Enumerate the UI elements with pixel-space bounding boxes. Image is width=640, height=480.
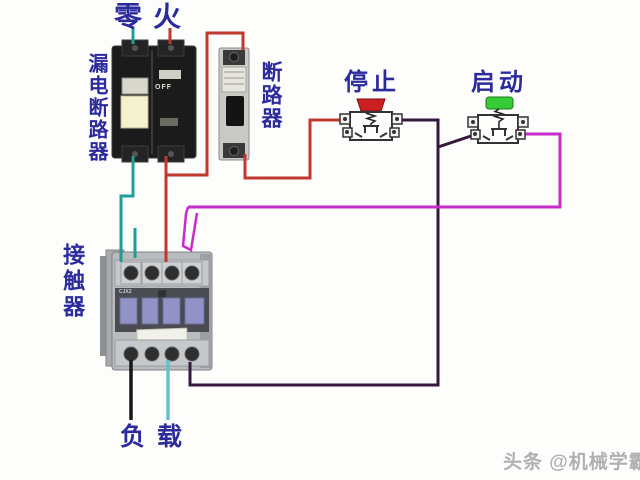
wire-live-branch-to-mcb: [166, 31, 245, 177]
screw: [473, 132, 477, 136]
label-neutral: 零: [114, 1, 143, 32]
label-start: 启动: [471, 69, 527, 96]
wire-mcb-to-stop-button: [243, 118, 346, 180]
screw: [229, 52, 239, 62]
start-button-cap: [485, 96, 514, 110]
wire-seal-in: [188, 132, 562, 209]
screw: [521, 120, 525, 124]
watermark-text: 头条 @机械学霸: [503, 452, 640, 473]
label-leakage-breaker: 漏电断路器: [85, 53, 107, 163]
label-contactor: 接触器: [60, 243, 86, 321]
stop-button-cap: [356, 98, 386, 112]
wire-coil-hairpin: [181, 206, 199, 252]
screw: [184, 265, 200, 281]
label-load: 负载: [120, 423, 195, 451]
stop-button-symbol: [339, 98, 403, 141]
contactor-contact-window: [119, 297, 138, 325]
wire-stop-to-start: [396, 118, 475, 150]
start-button-symbol: [467, 96, 529, 144]
screw: [164, 346, 180, 362]
start-button-contacts: [482, 135, 514, 141]
stop-button-contacts: [354, 132, 388, 138]
start-button-spring: [492, 108, 506, 128]
screw: [123, 265, 139, 281]
label-live: 火: [153, 1, 182, 32]
mcb-toggle: [226, 96, 244, 126]
start-button-plunger: [491, 128, 507, 136]
contactor-contact-window: [141, 297, 159, 325]
contactor-contact-window: [184, 297, 205, 325]
mcb-label-sticker: [221, 66, 247, 93]
contactor-latch-notch: [158, 290, 166, 297]
screw: [144, 265, 160, 281]
wire-aux-latch: [188, 147, 440, 387]
leakage-breaker-bright-patch: [120, 95, 149, 129]
screw: [184, 346, 200, 362]
contactor-photo: [100, 249, 213, 371]
breaker-off-text: OFF: [155, 84, 172, 91]
screw: [132, 151, 138, 157]
stop-button-housing: [349, 111, 393, 141]
stop-button-plunger: [363, 125, 379, 133]
label-stop: 停止: [344, 69, 400, 96]
screw: [164, 265, 180, 281]
screw: [518, 132, 522, 136]
leakage-breaker-photo: [111, 39, 197, 163]
mcb-photo: [218, 47, 250, 161]
label-circuit-breaker: 断路器: [259, 61, 283, 130]
screw: [144, 346, 160, 362]
screw: [168, 151, 174, 157]
leakage-breaker-test-button: [160, 118, 178, 126]
contactor-contact-window: [162, 297, 181, 325]
contactor-model-text: CJX2: [119, 289, 132, 295]
screw: [132, 45, 138, 51]
screw: [123, 346, 139, 362]
start-button-housing: [477, 114, 519, 144]
screw: [392, 130, 396, 134]
screw: [229, 146, 239, 156]
screw: [343, 117, 347, 121]
screw: [345, 130, 349, 134]
leakage-breaker-label-patch: [121, 77, 149, 95]
leakage-breaker-rating-patch: [159, 70, 181, 79]
screw: [471, 120, 475, 124]
wire-neutral-to-contactor: [119, 156, 135, 262]
stop-button-spring: [364, 110, 378, 125]
screw: [395, 117, 399, 121]
screw: [168, 45, 174, 51]
